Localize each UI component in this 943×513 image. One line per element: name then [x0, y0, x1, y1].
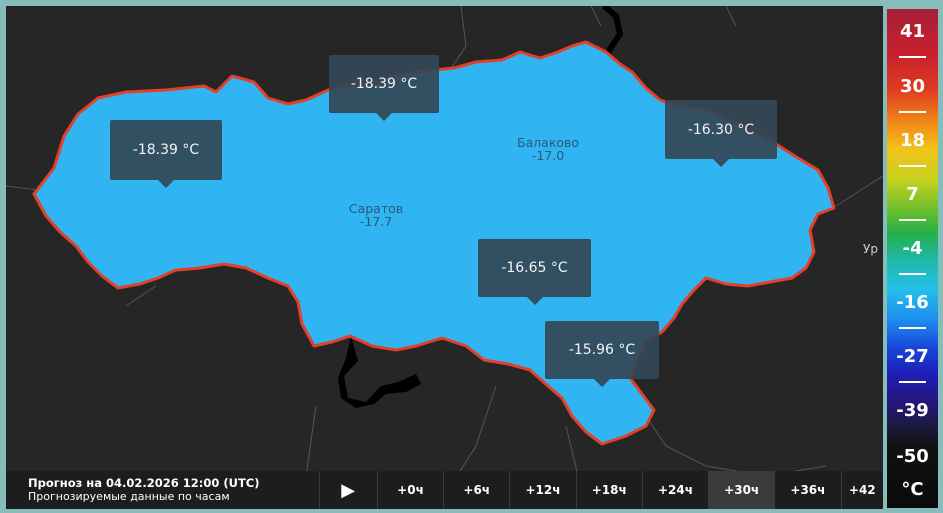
river — [602, 6, 624, 58]
scale-value: -39 — [896, 400, 929, 421]
step-42[interactable]: +42 — [840, 471, 884, 509]
temp-label-text: -16.65 °C — [501, 260, 568, 276]
border-line — [645, 415, 827, 477]
scale-value: 7 — [906, 184, 919, 205]
temp-label-text: -18.39 °C — [350, 76, 418, 92]
step-24[interactable]: +24ч — [641, 471, 708, 509]
temp-label[interactable]: -18.39 °C — [110, 120, 222, 188]
scale-value: 30 — [899, 76, 926, 97]
border-line — [445, 6, 467, 77]
city-name: Балаково — [516, 135, 580, 150]
scale-value: 18 — [899, 130, 926, 151]
forecast-info: Прогноз на 04.02.2026 12:00 (UTC) Прогно… — [6, 471, 319, 509]
city-saratov: Саратов -17.7 — [331, 202, 421, 228]
border-line — [590, 6, 602, 27]
temp-label[interactable]: -18.39 °C — [329, 55, 439, 121]
scale-tick — [899, 381, 926, 383]
temp-label-text: -16.30 °C — [687, 121, 755, 138]
step-18[interactable]: +18ч — [575, 471, 642, 509]
scale-tick — [899, 165, 926, 167]
forecast-title: Прогноз на 04.02.2026 12:00 (UTC) — [28, 476, 260, 490]
map-svg — [6, 6, 883, 509]
scale-tick — [899, 327, 926, 329]
map-view[interactable]: Балаково -17.0 Саратов -17.7 -18.39 °C -… — [6, 6, 883, 509]
play-icon: ▶ — [341, 479, 356, 501]
scale-value: -4 — [902, 238, 923, 259]
scale-tick — [899, 273, 926, 275]
border-line — [725, 6, 737, 27]
scale-value: -16 — [896, 292, 929, 313]
border-line — [835, 175, 883, 207]
city-name: Саратов — [348, 201, 404, 216]
play-button[interactable]: ▶ — [318, 471, 377, 509]
city-value: -17.7 — [359, 214, 393, 229]
scale-tick — [899, 111, 926, 113]
scale-unit: °C — [901, 479, 924, 500]
forecast-subtitle: Прогнозируемые данные по часам — [28, 490, 230, 503]
timeline-bar: Прогноз на 04.02.2026 12:00 (UTC) Прогно… — [6, 471, 883, 509]
temp-label[interactable]: -16.30 °C — [665, 100, 777, 167]
step-12[interactable]: +12ч — [509, 471, 575, 509]
reservoir — [338, 336, 421, 408]
border-line — [125, 285, 157, 307]
scale-tick — [899, 219, 926, 221]
scale-value: -50 — [896, 446, 929, 467]
temperature-scale: 41 30 18 7 -4 -16 -27 -39 -50 °C — [887, 9, 938, 508]
step-6[interactable]: +6ч — [443, 471, 509, 509]
temp-label[interactable]: -15.96 °C — [545, 321, 659, 387]
city-value: -17.0 — [531, 148, 565, 163]
scale-value: 41 — [899, 21, 926, 42]
temp-label-text: -15.96 °C — [568, 342, 636, 358]
edge-city-label: Ур — [863, 242, 878, 256]
scale-value: -27 — [896, 346, 929, 367]
city-balakovo: Балаково -17.0 — [503, 136, 593, 162]
scale-tick — [899, 56, 926, 58]
step-0[interactable]: +0ч — [376, 471, 443, 509]
step-36[interactable]: +36ч — [774, 471, 840, 509]
temp-label-text: -18.39 °C — [132, 142, 200, 158]
step-30[interactable]: +30ч — [708, 471, 775, 509]
temp-label[interactable]: -16.65 °C — [478, 239, 591, 305]
